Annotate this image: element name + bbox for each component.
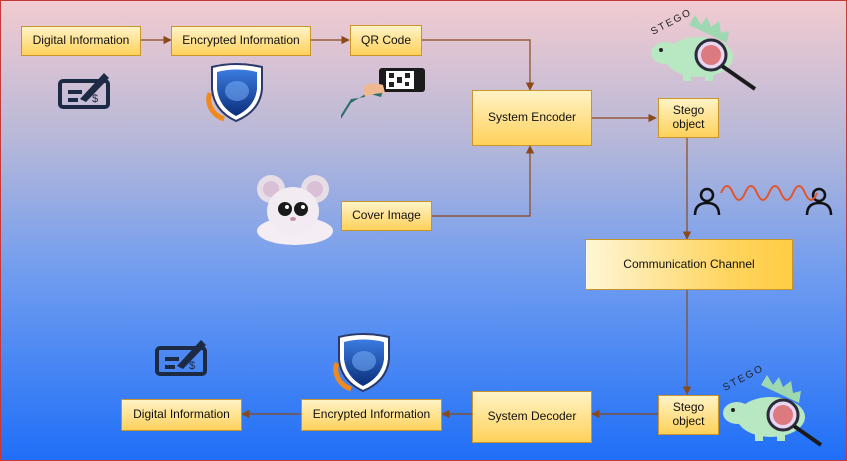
- encrypted-information-box: Encrypted Information: [301, 399, 442, 431]
- system-decoder-box: System Decoder: [472, 391, 592, 443]
- stego-dinosaur-icon: [651, 15, 757, 91]
- communication-channel-box: Communication Channel: [585, 239, 793, 290]
- stego-label: STEGO: [721, 363, 766, 394]
- cheque-icon: $: [155, 340, 207, 376]
- digital-information-box: Digital Information: [21, 26, 141, 56]
- sender-person-icon: [693, 187, 721, 216]
- digital-information-box: Digital Information: [121, 399, 242, 431]
- shield-icon: [206, 63, 263, 123]
- cover-image-box: Cover Image: [341, 201, 432, 231]
- phone-qr-icon: [341, 68, 425, 119]
- qr-code-box: QR Code: [350, 25, 422, 56]
- signal-wave-icon: [720, 185, 818, 201]
- mouse-icon: [257, 175, 333, 245]
- stego-object-bottom-box: Stego object: [658, 395, 719, 435]
- stego-object-top-box: Stego object: [658, 98, 719, 138]
- svg-text:$: $: [92, 93, 98, 105]
- receiver-person-icon: [805, 187, 833, 216]
- stego-label: STEGO: [649, 7, 694, 38]
- arrow-cover-to-encoder: [431, 145, 535, 217]
- stego-dinosaur-icon: [723, 375, 823, 447]
- arrow-qr-to-encoder: [421, 39, 535, 91]
- cheque-icon: $: [58, 73, 110, 109]
- system-encoder-box: System Encoder: [472, 90, 592, 146]
- svg-text:$: $: [189, 360, 195, 372]
- shield-icon: [333, 333, 390, 393]
- encrypted-information-box: Encrypted Information: [171, 26, 311, 56]
